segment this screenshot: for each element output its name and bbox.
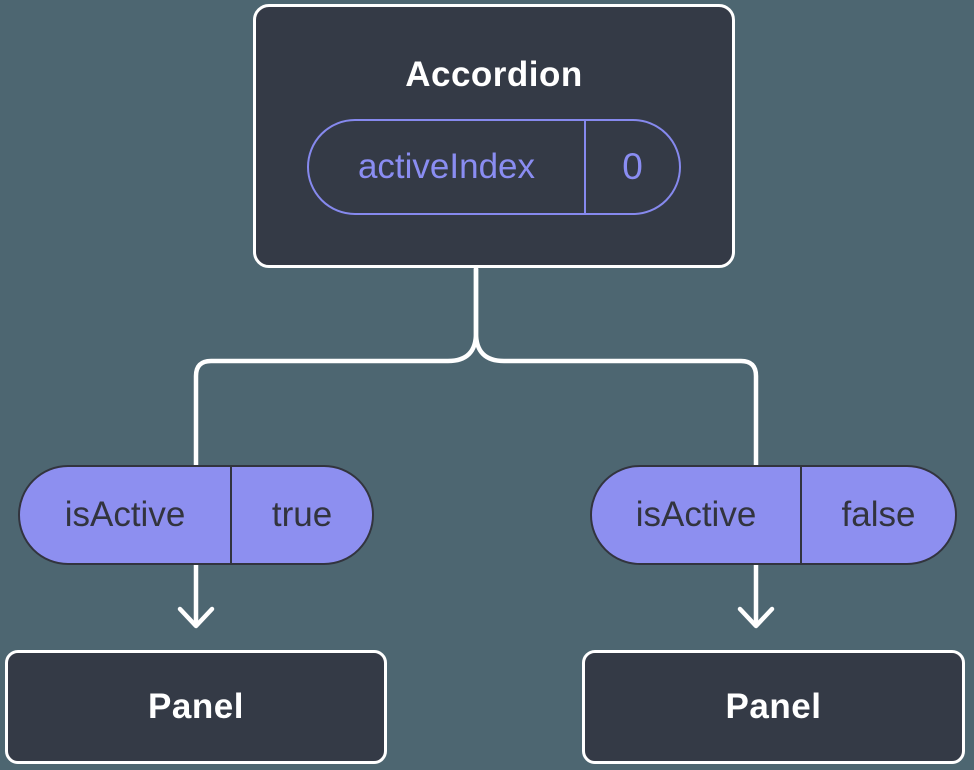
- edge-to-right-panel: [473, 266, 759, 627]
- prop-name-label: activeIndex: [357, 147, 536, 186]
- prop-pill-isactive-false: isActive false: [590, 465, 957, 565]
- prop-value-label: false: [800, 467, 955, 563]
- node-accordion: Accordion activeIndex 0: [253, 4, 735, 268]
- prop-pill-activeindex: activeIndex 0: [307, 119, 681, 215]
- arrowhead-right-icon: [737, 606, 775, 629]
- edge-to-left-panel: [193, 266, 479, 627]
- node-panel-title: Panel: [725, 687, 822, 726]
- prop-value-label: 0: [584, 121, 679, 213]
- prop-name-label: isActive: [635, 495, 757, 534]
- node-panel-right: Panel: [582, 650, 965, 764]
- arrowhead-left-icon: [177, 606, 215, 629]
- prop-value-label: true: [230, 467, 372, 563]
- prop-pill-isactive-true: isActive true: [18, 465, 374, 565]
- node-panel-left: Panel: [5, 650, 387, 764]
- node-accordion-title: Accordion: [405, 55, 583, 94]
- prop-name-label: isActive: [64, 495, 186, 534]
- node-panel-title: Panel: [148, 687, 244, 726]
